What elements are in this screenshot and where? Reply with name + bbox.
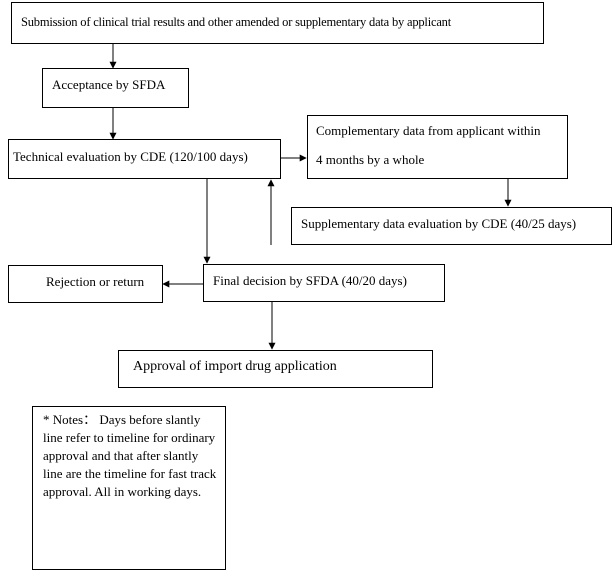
approval-box: Approval of import drug application bbox=[118, 350, 433, 388]
rejection-box: Rejection or return bbox=[8, 265, 163, 303]
complementary-data-line2: 4 months by a whole bbox=[316, 151, 425, 167]
acceptance-box: Acceptance by SFDA bbox=[42, 68, 189, 108]
notes-box: * Notes： Days before slantly line refer … bbox=[32, 406, 226, 570]
technical-evaluation-label: Technical evaluation by CDE (120/100 day… bbox=[13, 149, 248, 164]
supplementary-evaluation-box: Supplementary data evaluation by CDE (40… bbox=[291, 207, 612, 245]
technical-evaluation-box: Technical evaluation by CDE (120/100 day… bbox=[8, 139, 281, 179]
rejection-label: Rejection or return bbox=[46, 274, 145, 289]
acceptance-label: Acceptance by SFDA bbox=[52, 77, 166, 92]
submission-label: Submission of clinical trial results and… bbox=[21, 15, 451, 29]
supplementary-evaluation-label: Supplementary data evaluation by CDE (40… bbox=[301, 216, 577, 231]
approval-label: Approval of import drug application bbox=[133, 359, 337, 374]
final-decision-label: Final decision by SFDA (40/20 days) bbox=[213, 273, 407, 288]
final-decision-box: Final decision by SFDA (40/20 days) bbox=[203, 264, 445, 302]
complementary-data-box: Complementary data from applicant within… bbox=[307, 115, 568, 179]
submission-box: Submission of clinical trial results and… bbox=[11, 2, 544, 44]
complementary-data-line1: Complementary data from applicant within bbox=[316, 123, 541, 138]
notes-text: * Notes： Days before slantly line refer … bbox=[43, 412, 217, 499]
